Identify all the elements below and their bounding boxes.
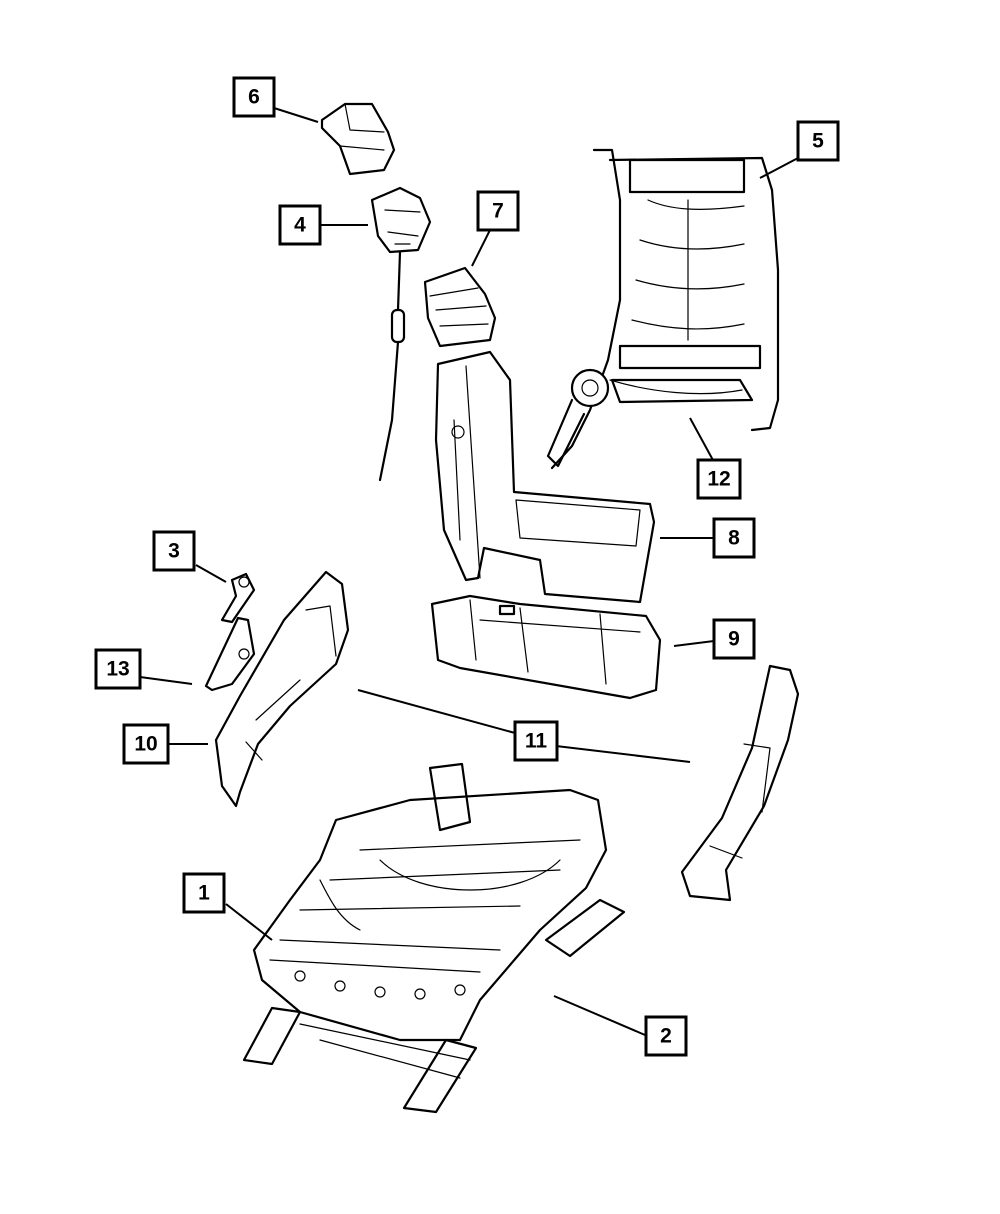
callout-4: 4 xyxy=(278,204,322,246)
callout-4-label: 4 xyxy=(294,214,306,237)
callout-10: 10 xyxy=(122,723,170,765)
callout-6: 6 xyxy=(232,76,276,118)
part-12-lumbar-wire xyxy=(609,379,743,395)
leader-3 xyxy=(195,564,227,583)
leader-13 xyxy=(139,676,193,685)
part-3-knob xyxy=(220,572,256,624)
callout-3-label: 3 xyxy=(168,540,180,563)
callout-12: 12 xyxy=(696,458,742,500)
callout-11-label: 11 xyxy=(525,730,548,753)
callout-11: 11 xyxy=(513,720,559,762)
part-9-lower-panel xyxy=(430,594,662,700)
part-7-bracket xyxy=(423,266,497,348)
leader-7 xyxy=(471,229,491,267)
part-11-side-shield xyxy=(680,664,800,902)
callout-3: 3 xyxy=(152,530,196,572)
leader-5 xyxy=(759,157,799,179)
leader-12 xyxy=(689,417,715,463)
part-10-side-shield xyxy=(214,570,350,808)
leader-2 xyxy=(553,995,646,1036)
callout-8-label: 8 xyxy=(728,527,740,550)
part-6-headrest-guide xyxy=(320,102,396,176)
leader-6 xyxy=(273,107,319,123)
callout-1-label: 1 xyxy=(198,882,210,905)
callout-10-label: 10 xyxy=(134,733,157,756)
callout-13: 13 xyxy=(94,648,142,690)
callout-7-label: 7 xyxy=(492,200,504,223)
leader-9 xyxy=(673,640,715,647)
part-4-release-mechanism xyxy=(370,186,432,482)
leader-11b xyxy=(555,745,691,763)
part-2-seat-tracks xyxy=(242,898,626,1114)
part-5-seat-back-frame xyxy=(546,148,780,470)
callout-5: 5 xyxy=(796,120,840,162)
callout-8: 8 xyxy=(712,517,756,559)
callout-13-label: 13 xyxy=(106,658,129,681)
callout-12-label: 12 xyxy=(707,468,730,491)
part-1-cushion-frame xyxy=(252,762,608,1042)
callout-6-label: 6 xyxy=(248,86,260,109)
callout-2-label: 2 xyxy=(660,1025,672,1048)
leader-11a xyxy=(357,689,516,734)
callout-2: 2 xyxy=(644,1015,688,1057)
leader-lines xyxy=(139,107,799,1036)
part-8-back-panel xyxy=(434,350,656,604)
leader-1 xyxy=(225,903,273,941)
callout-5-label: 5 xyxy=(812,130,824,153)
callout-7: 7 xyxy=(476,190,520,232)
callout-9: 9 xyxy=(712,618,756,660)
callout-1: 1 xyxy=(182,872,226,914)
part-13-trim xyxy=(204,616,256,692)
callout-9-label: 9 xyxy=(728,628,740,651)
